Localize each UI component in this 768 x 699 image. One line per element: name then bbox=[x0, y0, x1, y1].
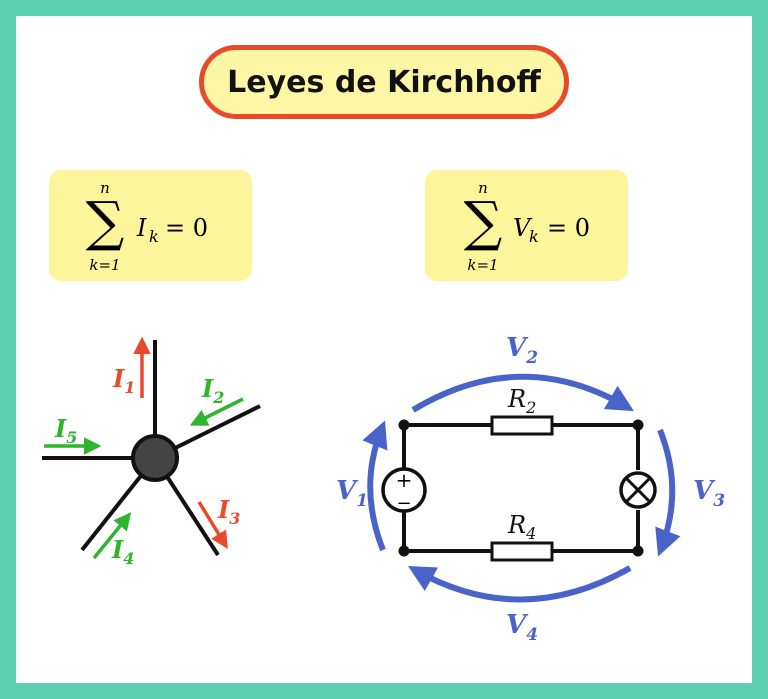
source-plus: + bbox=[396, 468, 413, 492]
voltage-arc-v2 bbox=[411, 373, 634, 413]
formula-variable: I bbox=[136, 214, 147, 242]
sum-lower-limit: k=1 bbox=[467, 256, 498, 274]
voltage-law-formula: n ∑ k=1 V k = 0 bbox=[464, 179, 590, 274]
sum-symbol: ∑ bbox=[86, 190, 125, 253]
node-bottom-right bbox=[632, 545, 644, 557]
formula-subscript: k bbox=[529, 227, 539, 246]
current-arrow-4 bbox=[92, 512, 132, 560]
formula-subscript: k bbox=[149, 227, 159, 246]
sum-symbol: ∑ bbox=[464, 190, 503, 253]
junction-diagram: I1 I2 I3 I4 I5 bbox=[42, 336, 261, 568]
voltage-source bbox=[381, 467, 427, 513]
resistor-r4 bbox=[490, 541, 554, 562]
node-bottom-left bbox=[398, 545, 410, 557]
voltage-law-formula-box: n ∑ k=1 V k = 0 bbox=[425, 170, 628, 281]
current-law-formula-box: n ∑ k=1 I k = 0 bbox=[49, 170, 252, 281]
voltage-arc-v1 bbox=[362, 420, 388, 552]
formula-equals: = 0 bbox=[165, 214, 208, 242]
sum-upper-limit: n bbox=[100, 179, 110, 197]
formula-equals: = 0 bbox=[547, 214, 590, 242]
resistor-label-r4: R4 bbox=[507, 511, 536, 543]
voltage-label-v2: V2 bbox=[506, 333, 538, 368]
current-label-1: I1 bbox=[112, 364, 135, 397]
resistor-r2 bbox=[490, 415, 554, 436]
current-label-3: I3 bbox=[217, 495, 240, 528]
current-law-formula: n ∑ k=1 I k = 0 bbox=[86, 179, 208, 274]
junction-node bbox=[131, 434, 179, 482]
current-arrow-2 bbox=[189, 397, 244, 426]
source-minus: − bbox=[396, 493, 411, 514]
sum-upper-limit: n bbox=[478, 179, 488, 197]
voltage-arc-v4 bbox=[407, 565, 632, 603]
current-label-5: I5 bbox=[54, 414, 77, 447]
lamp-cross-b bbox=[624, 476, 652, 504]
voltage-arc-v3 bbox=[655, 428, 681, 557]
voltage-label-v4: V4 bbox=[506, 610, 538, 645]
node-top-left bbox=[398, 419, 410, 431]
current-label-2: I2 bbox=[201, 374, 224, 407]
sum-lower-limit: k=1 bbox=[89, 256, 120, 274]
circuit-diagram: + − R2 R4 V1 V2 V3 V4 bbox=[336, 333, 725, 645]
resistor-label-r2: R2 bbox=[507, 385, 536, 417]
current-arrow-3 bbox=[197, 501, 228, 549]
node-top-right bbox=[632, 419, 644, 431]
voltage-label-v3: V3 bbox=[693, 476, 725, 511]
current-label-4: I4 bbox=[111, 535, 134, 568]
page-title: Leyes de Kirchhoff bbox=[199, 45, 569, 119]
voltage-label-v1: V1 bbox=[336, 476, 368, 511]
formula-variable: V bbox=[513, 214, 533, 242]
